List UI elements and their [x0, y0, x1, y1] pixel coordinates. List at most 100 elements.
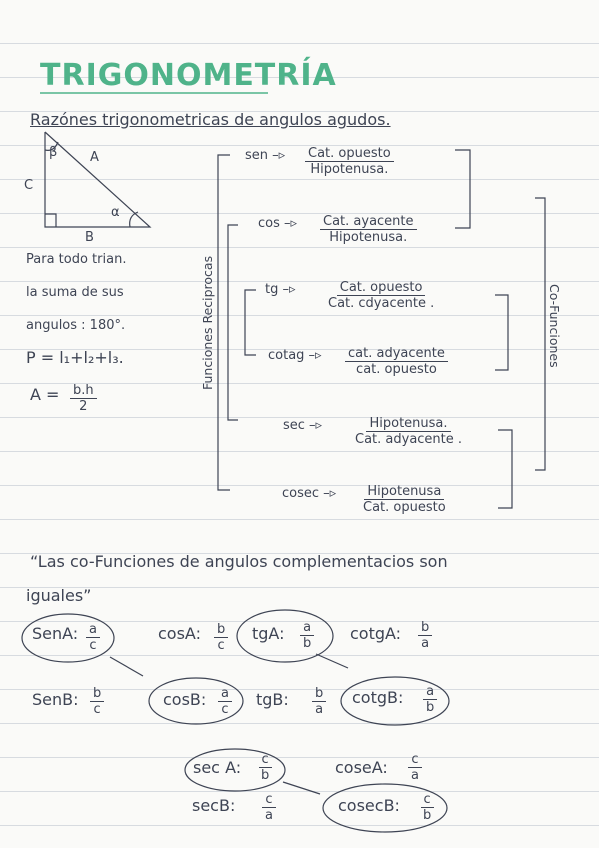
triangle-side-a: A	[90, 150, 99, 165]
triangle-alpha: α	[111, 205, 120, 220]
eq-coseA-num: c	[408, 752, 422, 768]
alpha-arc	[129, 211, 139, 228]
eq-senB-num: b	[90, 686, 105, 702]
eq-secA-num: c	[258, 752, 272, 768]
ratio-cos-den: Hipotenusa.	[329, 230, 408, 245]
connector-tg-cotag	[244, 289, 256, 356]
eq-senB-frac: b c	[90, 686, 105, 717]
connector-cofunciones	[535, 197, 546, 471]
area-fraction: b.h 2	[70, 383, 97, 414]
eq-cosA-frac: b c	[214, 622, 229, 653]
right-angle-mark	[45, 213, 57, 227]
ratio-sen-fraction: Cat. opuesto Hipotenusa.	[305, 146, 394, 177]
eq-cosA-num: b	[214, 622, 229, 638]
eq-cotgA-num: b	[418, 620, 433, 636]
eq-secB-frac: c a	[262, 792, 276, 823]
ratio-sen-name: sen –▹	[245, 148, 286, 163]
eq-cotgA-den: a	[421, 636, 430, 651]
eq-senA-frac: a c	[86, 622, 100, 653]
ratio-cosec-num: Hipotenusa	[364, 484, 445, 500]
quote-line-1: “Las co-Funciones de angulos complementa…	[30, 552, 448, 571]
arrow-senA-cosB	[109, 656, 144, 677]
eq-senA-num: a	[86, 622, 100, 638]
eq-cotgB-den: b	[426, 700, 435, 715]
perimeter-formula: P = l₁+l₂+l₃.	[26, 348, 124, 367]
page-title: TRIGONOMETRÍA	[40, 58, 337, 93]
connector-cos-sec	[227, 224, 238, 421]
ratio-tg-fraction: Cat. opuesto Cat. cdyacente .	[325, 280, 437, 311]
eq-tgA-lhs: tgA:	[252, 624, 285, 643]
eq-secB-den: a	[265, 808, 273, 823]
eq-coseA-den: a	[411, 768, 419, 783]
eq-cotgB-num: a	[423, 684, 438, 700]
area-den: 2	[79, 399, 88, 414]
ratio-cotag-fraction: cat. adyacente cat. opuesto	[345, 346, 448, 377]
ellipse-tgA	[236, 609, 334, 663]
subtitle: Razónes trigonometricas de angulos agudo…	[30, 110, 391, 129]
ratio-cosec-fraction: Hipotenusa Cat. opuesto	[360, 484, 449, 515]
eq-cosB-num: a	[218, 686, 232, 702]
ratio-tg-name: tg –▹	[265, 282, 296, 297]
connector-sec-cosec	[498, 429, 513, 509]
ratio-cos-fraction: Cat. ayacente Hipotenusa.	[320, 214, 417, 245]
eq-senA-den: c	[89, 638, 97, 653]
connector-sen-cos	[455, 149, 471, 229]
eq-cosB-frac: a c	[218, 686, 232, 717]
triangle-shape	[44, 131, 152, 228]
note-line-3: angulos : 180°.	[26, 318, 126, 333]
eq-cosB-lhs: cosB:	[163, 690, 207, 709]
eq-senB-lhs: SenB:	[32, 690, 79, 709]
eq-tgB-num: b	[312, 686, 327, 702]
triangle-side-c: C	[24, 178, 34, 193]
eq-cotgB-lhs: cotgB:	[352, 688, 404, 707]
connector-tg-cotag-right	[495, 294, 509, 371]
ratio-sec-num: Hipotenusa.	[366, 416, 451, 432]
eq-secB-num: c	[262, 792, 276, 808]
label-funciones-reciprocas: Funciones Reciprocas	[200, 255, 215, 390]
ratio-cotag-den: cat. opuesto	[356, 362, 437, 377]
eq-cosecB-den: b	[423, 808, 432, 823]
triangle-side-b: B	[85, 230, 94, 245]
ratio-cotag-num: cat. adyacente	[345, 346, 448, 362]
ratio-sec-den: Cat. adyacente .	[355, 432, 463, 447]
eq-coseA-frac: c a	[408, 752, 422, 783]
eq-tgB-frac: b a	[312, 686, 327, 717]
eq-cotgA-lhs: cotgA:	[350, 624, 402, 643]
eq-coseA-lhs: coseA:	[335, 758, 388, 777]
eq-cosecB-num: c	[420, 792, 434, 808]
eq-cosA-den: c	[217, 638, 225, 653]
ellipse-secA	[184, 748, 286, 792]
ellipse-senA	[21, 613, 115, 663]
arrow-tgA-cotgB	[315, 653, 349, 669]
ratio-sec-fraction: Hipotenusa. Cat. adyacente .	[352, 416, 465, 447]
eq-cotgA-frac: b a	[418, 620, 433, 651]
ratio-sen-den: Hipotenusa.	[310, 162, 389, 177]
eq-tgB-den: a	[315, 702, 324, 717]
eq-cosA-lhs: cosA:	[158, 624, 201, 643]
eq-senB-den: c	[93, 702, 101, 717]
eq-secA-lhs: sec A:	[193, 758, 242, 777]
eq-cosecB-lhs: cosecB:	[338, 796, 400, 815]
area-num: b.h	[70, 383, 97, 399]
quote-line-2: iguales”	[26, 586, 92, 605]
ratio-sec-name: sec –▹	[283, 418, 323, 433]
connector-sen-cosec	[217, 154, 230, 491]
ratio-cotag-name: cotag –▹	[268, 348, 322, 363]
eq-cotgB-frac: a b	[423, 684, 438, 715]
ellipse-cosB	[148, 677, 244, 725]
ellipse-cotgB	[340, 676, 450, 726]
note-line-1: Para todo trian.	[26, 252, 127, 267]
eq-tgB-lhs: tgB:	[256, 690, 289, 709]
ratio-cos-num: Cat. ayacente	[320, 214, 417, 230]
ratio-sen-num: Cat. opuesto	[305, 146, 394, 162]
triangle-beta: β	[49, 145, 58, 160]
ratio-tg-den: Cat. cdyacente .	[328, 296, 435, 311]
label-co-funciones: Co-Funciones	[547, 284, 562, 368]
arrow-secA-cosecB	[282, 781, 321, 795]
beta-arc	[44, 141, 59, 151]
eq-secB-lhs: secB:	[192, 796, 236, 815]
ellipse-cosecB	[322, 783, 448, 833]
eq-secA-den: b	[261, 768, 270, 783]
